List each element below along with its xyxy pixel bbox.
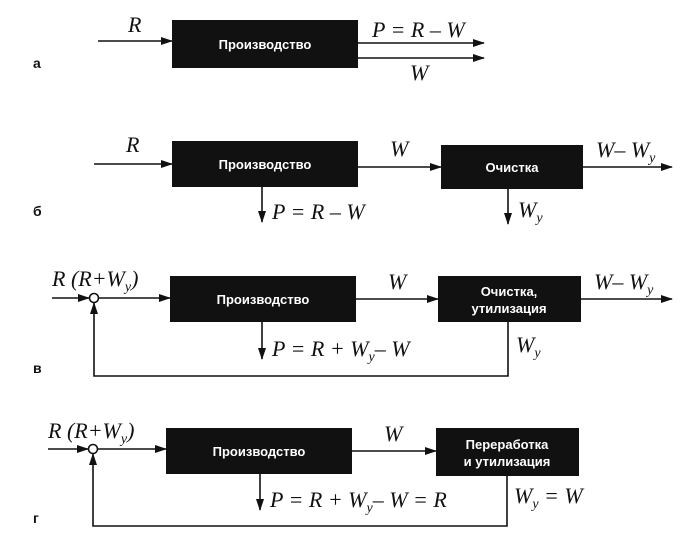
- panel-g-input-label: R (R+Wy): [47, 418, 134, 447]
- panel-v-output-label: W– Wy: [594, 269, 654, 298]
- panel-b-captured-sub: y: [534, 211, 543, 226]
- panel-v-captured-sub: y: [532, 346, 541, 361]
- panel-g-input-pre: R (R+W: [47, 418, 123, 443]
- panel-b-production-box: [172, 141, 358, 187]
- panel-v-output-sub: y: [645, 283, 654, 298]
- panel-v-cleaning-label-2: утилизация: [471, 301, 546, 316]
- panel-g-product-pre: P = R + W: [269, 487, 368, 512]
- panel-a-production-label: Производство: [219, 37, 312, 52]
- panel-b-production-label: Производство: [219, 157, 312, 172]
- panel-g-waste-label: W: [384, 421, 404, 446]
- panel-a-waste-label: W: [410, 60, 430, 85]
- panel-v-production-box: [170, 276, 356, 322]
- panel-v-production-label: Производство: [217, 292, 310, 307]
- panel-v-waste-label: W: [388, 269, 408, 294]
- panel-b-input-label: R: [125, 132, 140, 157]
- panel-g-product-label: P = R + Wy– W = R: [269, 487, 447, 516]
- panel-b-output-sub: y: [647, 151, 656, 166]
- panel-v-tag: в: [33, 360, 42, 376]
- panel-g-captured-sub: y: [530, 497, 539, 512]
- panel-g-captured-label: Wy = W: [514, 483, 584, 512]
- panel-v-output-main: W– W: [594, 269, 649, 294]
- panel-g-captured-post: = W: [539, 483, 585, 508]
- panel-v-input-label: R (R+Wy): [51, 266, 138, 295]
- panel-b-output-label: W– Wy: [596, 137, 656, 166]
- panel-g-processing-label-2: и утилизация: [464, 454, 551, 469]
- panel-g-input-post: ): [125, 418, 134, 443]
- panel-v-input-sub: y: [123, 280, 132, 295]
- panel-g-processing-label-1: Переработка: [466, 437, 549, 452]
- panel-g-product-sub: y: [365, 501, 374, 516]
- panel-v-product-sub: y: [367, 350, 376, 365]
- panel-v-product-post: – W: [374, 336, 412, 361]
- panel-g-recycle-loop: [89, 453, 508, 527]
- panel-b-cleaning-label: Очистка: [486, 160, 540, 175]
- panel-v-cleaning-label-1: Очистка,: [481, 284, 538, 299]
- panel-a: а R Производство P = R – W W: [33, 12, 485, 85]
- panel-b-captured-main: W: [518, 197, 538, 222]
- panel-g-product-post: – W = R: [372, 487, 448, 512]
- panel-g-captured-main: W: [514, 483, 534, 508]
- panel-g-input-sub: y: [119, 432, 128, 447]
- panel-a-input-label: R: [127, 12, 142, 37]
- panel-g-processing-box: [436, 428, 579, 476]
- panel-a-production-box: [172, 20, 358, 68]
- panel-b: б R Производство W P = R – W Очистка W– …: [33, 132, 673, 226]
- panel-v-product-label: P = R + Wy– W: [271, 336, 411, 365]
- panel-v-input-pre: R (R+W: [51, 266, 127, 291]
- panel-b-product-label: P = R – W: [271, 199, 366, 224]
- panel-g-summing-node: [87, 443, 99, 455]
- panel-v-summing-node: [88, 292, 100, 304]
- panel-g: г R (R+Wy) Производство W P = R + Wy– W …: [33, 418, 584, 527]
- panel-v-captured-main: W: [516, 332, 536, 357]
- panel-v-input-post: ): [129, 266, 138, 291]
- panel-g-production-box: [166, 428, 352, 474]
- panel-b-output-main: W– W: [596, 137, 651, 162]
- panel-v-captured-label: Wy: [516, 332, 541, 361]
- panel-g-tag: г: [33, 510, 39, 526]
- panel-v-product-pre: P = R + W: [271, 336, 370, 361]
- panel-a-tag: а: [33, 55, 41, 71]
- panel-b-captured-label: Wy: [518, 197, 543, 226]
- panel-g-production-label: Производство: [213, 444, 306, 459]
- panel-v-recycle-loop: [90, 302, 509, 377]
- panel-v-cleaning-box: [438, 276, 581, 322]
- panel-a-product-label: P = R – W: [371, 17, 466, 42]
- panel-v: в R (R+Wy) Производство W P = R + Wy– W …: [33, 266, 673, 377]
- panel-b-waste-label: W: [390, 136, 410, 161]
- panel-b-cleaning-box: [441, 145, 583, 189]
- panel-b-tag: б: [33, 203, 42, 219]
